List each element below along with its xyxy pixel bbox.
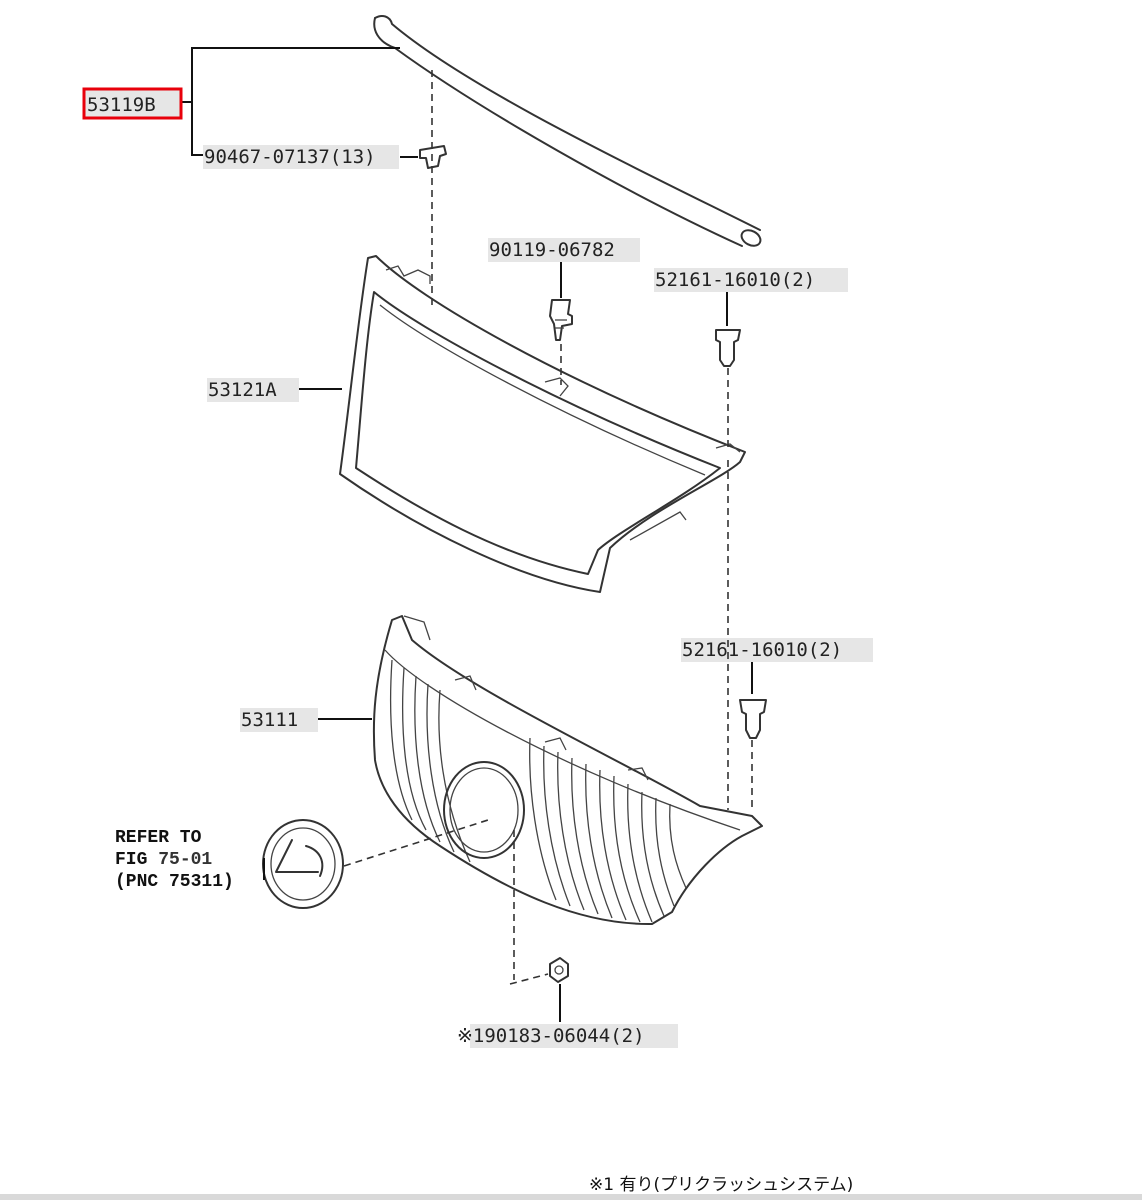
grille-frame-53121a[interactable] [339, 255, 746, 593]
callout-53121a[interactable]: 53121A [208, 379, 277, 401]
reference-line-2: FIG 75-01 [115, 850, 212, 870]
radiator-grille-53111[interactable] [372, 615, 763, 926]
callout-52161-16010-upper[interactable]: 52161-16010(2) [655, 269, 815, 291]
clip-52161-upper-icon [715, 329, 741, 367]
callout-90119-06782[interactable]: 90119-06782 [489, 239, 615, 261]
leader-53119b [182, 47, 400, 156]
reference-line-1: REFER TO [115, 828, 202, 848]
assembly-line-emblem [343, 819, 489, 867]
nut-90183-icon [549, 957, 569, 983]
callout-90467-07137[interactable]: 90467-07137(13) [204, 146, 376, 168]
callout-53119b[interactable]: 53119B [87, 94, 156, 116]
reference-fig-number[interactable]: 75-01 [158, 850, 212, 870]
callout-53111[interactable]: 53111 [241, 709, 298, 731]
callout-52161-16010-lower[interactable]: 52161-16010(2) [682, 639, 842, 661]
reference-fig-prefix: FIG [115, 850, 158, 870]
emblem-icon[interactable] [262, 819, 344, 909]
bolt-90119-icon [549, 299, 573, 341]
selected-part-highlight [82, 87, 183, 120]
callout-90183-06044[interactable]: ※190183-06044(2) [457, 1025, 645, 1047]
bottom-border [0, 1194, 1142, 1200]
clip-52161-lower-icon [739, 699, 767, 739]
reference-line-3: (PNC 75311) [115, 872, 234, 892]
molding-strip-53119b[interactable] [373, 15, 763, 249]
clip-90467-icon [419, 145, 447, 169]
assembly-line-nut-2 [509, 973, 549, 985]
grille-slats [389, 659, 687, 923]
footnote: ※1 有り(プリクラッシュシステム) [589, 1175, 853, 1195]
